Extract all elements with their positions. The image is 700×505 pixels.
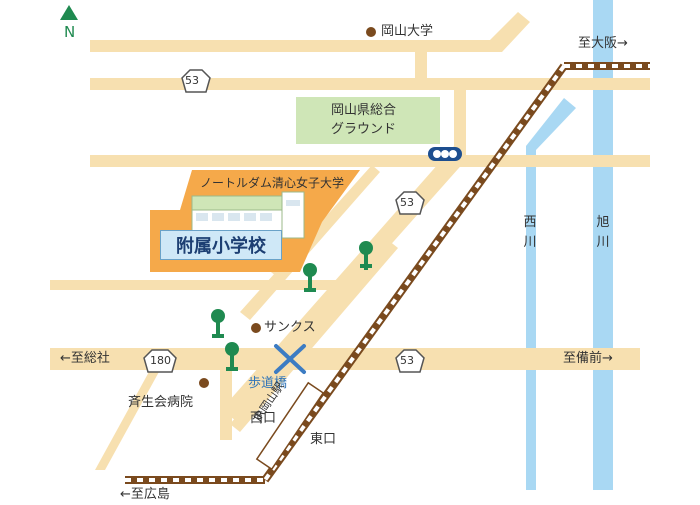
road-lower-link <box>220 370 232 440</box>
school-label: 附属小学校 <box>160 230 282 260</box>
poi-dot-hospital <box>199 378 209 388</box>
ground-area <box>296 97 440 144</box>
hospital-label: 斉生会病院 <box>128 395 194 410</box>
road-lower-horizontal <box>50 280 350 290</box>
to-soja-label: ←至総社 <box>60 351 110 366</box>
nishigawa-river <box>526 98 576 490</box>
notre-dame-label: ノートルダム清心女子大学 <box>200 176 345 190</box>
nishigawa-char-2: 川 <box>523 235 537 250</box>
route-53-shield-top <box>181 69 211 93</box>
tree-icon <box>211 309 225 338</box>
route-53-shield-mid <box>395 191 425 215</box>
tree-icon <box>303 263 317 292</box>
road-hospital-diagonal <box>95 370 160 470</box>
road-network <box>50 12 650 470</box>
route-53-shield-bottom <box>395 349 425 373</box>
road-route53-lower-diagonal <box>230 240 398 432</box>
asahigawa-label: 旭 川 <box>596 213 610 253</box>
poi-dot-sunx <box>251 323 261 333</box>
to-bizen-label: 至備前→ <box>563 351 613 366</box>
road-top <box>90 12 530 52</box>
west-exit-label: 西口 <box>250 411 277 426</box>
route-53-label-top: 53 <box>185 74 199 87</box>
university-label: 岡山大学 <box>381 24 434 39</box>
road-mid-horizontal <box>90 155 650 167</box>
route-53-label-mid: 53 <box>400 196 414 209</box>
nishigawa-char-1: 西 <box>523 215 537 230</box>
asahigawa-char-2: 川 <box>596 235 610 250</box>
tree-icon <box>225 342 239 371</box>
compass-label: N <box>64 23 76 41</box>
tree-icon <box>359 241 373 270</box>
route-180-label: 180 <box>150 354 171 367</box>
road-route53-horizontal <box>50 348 640 370</box>
ground-label-line2: グラウンド <box>331 122 397 137</box>
sunx-label: サンクス <box>264 320 316 335</box>
road-route53-diagonal <box>221 90 466 420</box>
nishigawa-label: 西 川 <box>523 213 537 253</box>
footbridge-label: 歩道橋 <box>248 376 288 391</box>
route-53-label-bottom: 53 <box>400 354 414 367</box>
to-hiroshima-label: ←至広島 <box>120 487 170 502</box>
poi-dot-university <box>366 27 376 37</box>
ground-label-line1: 岡山県総合 <box>331 103 397 118</box>
compass-arrow-icon <box>60 5 78 20</box>
station <box>255 381 325 471</box>
traffic-signal-icon <box>428 147 462 161</box>
east-exit-label: 東口 <box>310 432 337 447</box>
railway <box>125 62 650 484</box>
asahigawa-char-1: 旭 <box>596 215 610 230</box>
road-upper-horizontal <box>90 78 650 90</box>
to-osaka-label: 至大阪→ <box>578 36 628 51</box>
road-university-spur <box>415 40 427 78</box>
route-180-shield <box>143 349 177 373</box>
footbridge-icon <box>274 344 306 374</box>
